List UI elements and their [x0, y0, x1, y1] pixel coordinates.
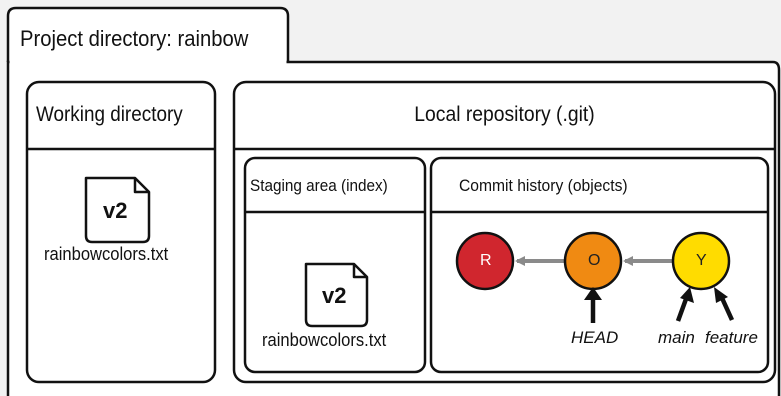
commit-label-o: O	[588, 252, 601, 269]
working-directory-title: Working directory	[36, 103, 183, 126]
project-tab	[6, 6, 290, 62]
commit-label-r: R	[480, 252, 492, 269]
feature-ref-label: feature	[705, 328, 758, 347]
project-title: Project directory: rainbow	[20, 26, 249, 51]
commit-label-y: Y	[696, 252, 707, 269]
file-name-label: rainbowcolors.txt	[44, 244, 169, 264]
commit-history-title: Commit history (objects)	[459, 176, 628, 195]
file-name-label: rainbowcolors.txt	[262, 330, 387, 350]
feature-pointer-arrow	[714, 287, 735, 321]
main-pointer-arrow	[675, 287, 694, 322]
commit-node-r	[455, 231, 515, 291]
commit-node-y	[671, 231, 731, 291]
head-pointer-arrow	[584, 287, 602, 323]
staging-area-title: Staging area (index)	[250, 176, 388, 195]
main-ref-label: main	[658, 328, 695, 347]
local-repository-title: Local repository (.git)	[414, 103, 595, 126]
file-version-label: v2	[103, 198, 128, 223]
file-icon	[84, 176, 151, 244]
file-version-label: v2	[322, 283, 347, 308]
head-ref-label: HEAD	[571, 328, 619, 347]
file-icon	[304, 262, 369, 328]
